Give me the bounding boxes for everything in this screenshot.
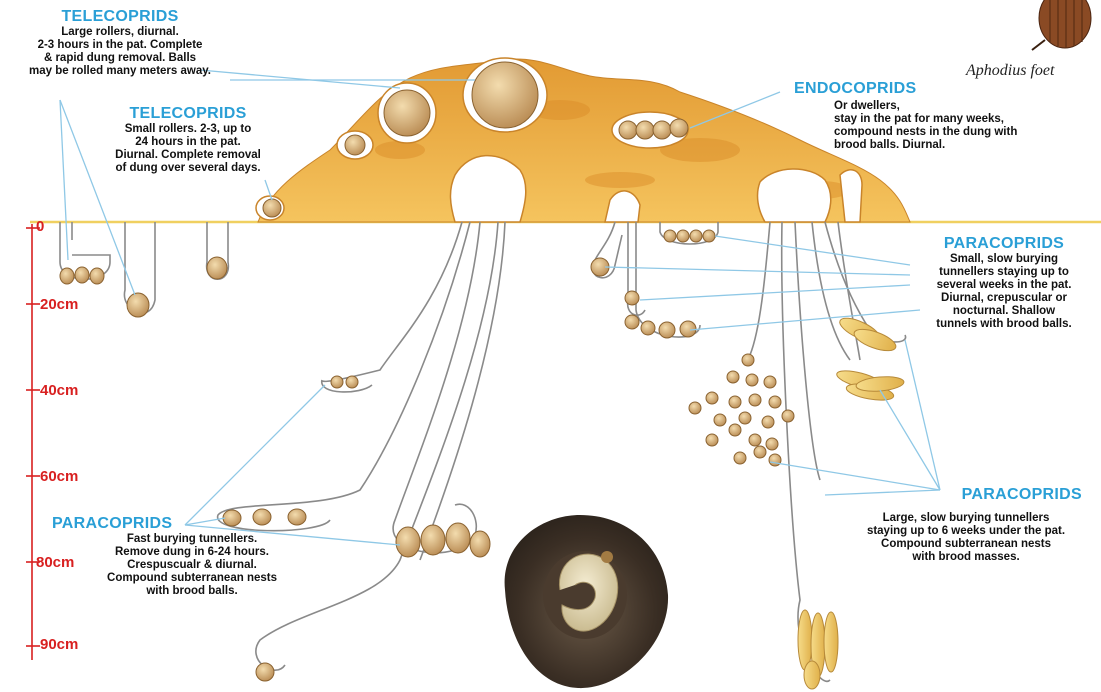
tunnels xyxy=(60,222,906,681)
endocoprids-heading: ENDOCOPRIDS xyxy=(794,80,1034,98)
telecoprids-small-line: Small rollers. 2-3, up to xyxy=(88,123,288,136)
depth-label-20: 20cm xyxy=(40,296,78,313)
paracoprids-large-line: Large, slow burying tunnellers xyxy=(838,512,1094,525)
telecoprids-large-heading: TELECOPRIDS xyxy=(0,8,240,26)
telecoprids-small-line: Diurnal. Complete removal xyxy=(88,149,288,162)
paracoprids-large-label: PARACOPRIDS Large, slow burying tunnelle… xyxy=(838,486,1094,564)
paracoprids-fast-line: with brood balls. xyxy=(52,585,332,598)
paracoprids-large-line: Compound subterranean nests xyxy=(838,538,1094,551)
telecoprids-large-line: 2-3 hours in the pat. Complete xyxy=(0,39,240,52)
paracoprids-small-heading: PARACOPRIDS xyxy=(908,235,1100,253)
telecoprids-small-line: of dung over several days. xyxy=(88,162,288,175)
paracoprids-fast-line: Fast burying tunnellers. xyxy=(52,533,332,546)
telecoprids-large-line: & rapid dung removal. Balls xyxy=(0,52,240,65)
endocoprids-line: stay in the pat for many weeks, xyxy=(794,113,1034,126)
depth-scale-axis xyxy=(26,224,40,660)
paracoprids-small-line: nocturnal. Shallow xyxy=(908,305,1100,318)
telecoprids-large-line: may be rolled many meters away. xyxy=(0,65,240,78)
beetle-specimen xyxy=(1032,0,1091,50)
endocoprids-line: brood balls. Diurnal. xyxy=(794,139,1034,152)
telecoprids-small-label: TELECOPRIDS Small rollers. 2-3, up to 24… xyxy=(88,105,288,175)
paracoprids-large-line: staying up to 6 weeks under the pat. xyxy=(838,525,1094,538)
paracoprids-large-heading: PARACOPRIDS xyxy=(838,486,1094,504)
telecoprids-small-line: 24 hours in the pat. xyxy=(88,136,288,149)
endocoprids-line: Or dwellers, xyxy=(794,100,1034,113)
paracoprids-small-label: PARACOPRIDS Small, slow burying tunnelle… xyxy=(908,235,1100,331)
endocoprids-label: ENDOCOPRIDS Or dwellers, stay in the pat… xyxy=(794,80,1034,152)
paracoprids-small-line: tunnels with brood balls. xyxy=(908,318,1100,331)
paracoprids-fast-line: Crespuscualr & diurnal. xyxy=(52,559,332,572)
endocoprids-line: compound nests in the dung with xyxy=(794,126,1034,139)
paracoprids-small-line: Diurnal, crepuscular or xyxy=(908,292,1100,305)
telecoprids-small-heading: TELECOPRIDS xyxy=(88,105,288,123)
paracoprids-small-line: Small, slow burying xyxy=(908,253,1100,266)
paracoprids-small-line: tunnellers staying up to xyxy=(908,266,1100,279)
telecoprids-large-label: TELECOPRIDS Large rollers, diurnal. 2-3 … xyxy=(0,8,240,78)
depth-label-60: 60cm xyxy=(40,468,78,485)
depth-label-90: 90cm xyxy=(40,636,78,653)
paracoprids-large-line: with brood masses. xyxy=(838,551,1094,564)
paracoprids-small-line: several weeks in the pat. xyxy=(908,279,1100,292)
paracoprids-fast-line: Compound subterranean nests xyxy=(52,572,332,585)
species-caption: Aphodius foet xyxy=(966,62,1054,80)
depth-label-40: 40cm xyxy=(40,382,78,399)
grub-photo xyxy=(505,515,668,688)
paracoprids-fast-heading: PARACOPRIDS xyxy=(52,515,332,533)
paracoprids-fast-line: Remove dung in 6-24 hours. xyxy=(52,546,332,559)
depth-label-80: 80cm xyxy=(36,554,74,571)
telecoprids-large-line: Large rollers, diurnal. xyxy=(0,26,240,39)
paracoprids-fast-label: PARACOPRIDS Fast burying tunnellers. Rem… xyxy=(52,515,332,598)
depth-label-0: 0 xyxy=(36,218,44,235)
